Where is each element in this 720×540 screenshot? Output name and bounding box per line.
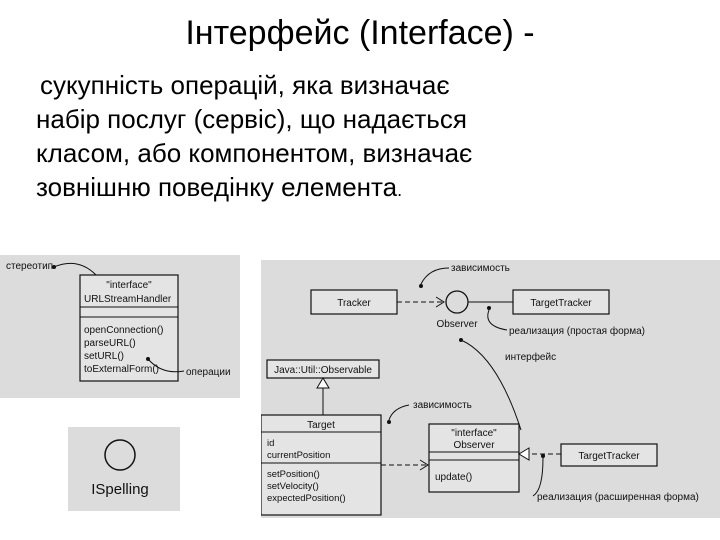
- target-attribute: id: [267, 438, 274, 449]
- definition-line-4-text: зовнішню поведінку елемента: [36, 172, 398, 202]
- dependency-dot-top: [419, 284, 423, 288]
- realization-arrowhead-extended: [518, 447, 530, 461]
- definition-text: сукупність операцій, яка визначає набір …: [36, 68, 676, 207]
- stereotype-pointer-dot: [52, 265, 56, 269]
- definition-line-3: класом, або компонентом, визначає: [36, 138, 473, 168]
- ispelling-diagram: ISpelling: [91, 439, 149, 498]
- dependency-label-mid: зависимость: [413, 400, 472, 411]
- operations-pointer-line: [147, 358, 185, 373]
- operation-item: parseURL(): [84, 338, 136, 349]
- interface-pointer-line: [460, 339, 522, 431]
- class-stereotype: "interface": [106, 280, 152, 291]
- observer-interface-box: [428, 423, 520, 493]
- observer-lollipop-label: Observer: [436, 319, 478, 330]
- observer-stereotype: "interface": [451, 428, 497, 439]
- target-tracker-top-name: TargetTracker: [530, 298, 592, 309]
- target-tracker-top-box: [512, 289, 610, 315]
- realization-simple-label: реализация (простая форма): [509, 325, 645, 337]
- observer-uml-diagram: зависимость Tracker Observer TargetTrack…: [261, 263, 699, 516]
- stereotype-label: стереотип: [6, 261, 53, 272]
- operation-item: toExternalForm(): [84, 364, 159, 375]
- stereotype-pointer-line: [53, 262, 97, 276]
- realization-simple-dot: [487, 306, 491, 310]
- interface-pointer-dot: [459, 338, 463, 342]
- dependency-arrowhead-top: [435, 296, 445, 308]
- class-box: [79, 274, 179, 382]
- class-name: URLStreamHandler: [84, 294, 172, 305]
- dependency-label-top: зависимость: [451, 263, 510, 274]
- slide-title: Інтерфейс (Interface) -: [185, 14, 535, 52]
- definition-line-1: сукупність операцій, яка визначає: [40, 70, 450, 100]
- dependency-pointer-mid: [388, 404, 410, 421]
- figure-observer-interfaces: зависимость Tracker Observer TargetTrack…: [261, 260, 720, 518]
- tracker-name: Tracker: [337, 298, 371, 309]
- dependency-dot-mid: [387, 420, 391, 424]
- interface-label: интерфейс: [505, 351, 556, 363]
- target-attribute: currentPosition: [267, 450, 330, 461]
- target-tracker-bottom-box: [560, 443, 658, 467]
- realization-extended-pointer: [532, 457, 544, 497]
- definition-end: .: [397, 180, 403, 200]
- target-class-name: Target: [307, 420, 335, 431]
- definition-line-4: зовнішню поведінку елемента.: [36, 170, 676, 207]
- realization-extended-dot: [541, 454, 545, 458]
- target-operation: setVelocity(): [267, 481, 319, 492]
- operations-label: операции: [186, 367, 231, 378]
- observer-operation: update(): [435, 472, 472, 483]
- operation-item: setURL(): [84, 351, 124, 362]
- figure-url-stream-handler: стереотип "interface" URLStreamHandler o…: [0, 255, 240, 398]
- tracker-box: [310, 289, 398, 315]
- url-stream-handler-diagram: стереотип "interface" URLStreamHandler o…: [6, 261, 231, 382]
- ispelling-label: ISpelling: [91, 481, 149, 498]
- operation-item: openConnection(): [84, 325, 164, 336]
- realization-extended-label: реализация (расширенная форма): [537, 491, 699, 503]
- figure-ispelling: ISpelling: [68, 427, 180, 511]
- operations-pointer-dot: [146, 357, 150, 361]
- generalization-arrowhead: [316, 377, 330, 389]
- observer-lollipop-icon: [445, 290, 469, 314]
- dependency-arrowhead-mid: [419, 459, 429, 471]
- observable-name: Java::Util::Observable: [274, 365, 372, 376]
- dependency-pointer-top: [420, 267, 450, 285]
- observer-interface-name: Observer: [453, 440, 495, 451]
- realization-simple-pointer: [487, 309, 508, 331]
- target-operation: setPosition(): [267, 469, 320, 480]
- target-operation: expectedPosition(): [267, 493, 346, 504]
- target-tracker-bottom-name: TargetTracker: [578, 451, 640, 462]
- definition-line-2: набір послуг (сервіс), що надається: [36, 104, 467, 134]
- interface-circle-icon: [104, 439, 136, 471]
